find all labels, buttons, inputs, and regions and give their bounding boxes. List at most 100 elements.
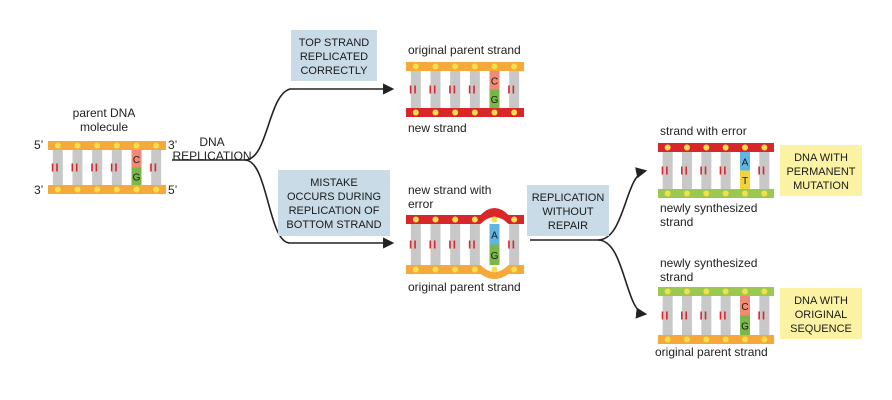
hydrogen-bond — [150, 163, 152, 172]
hydrogen-bond — [508, 240, 510, 249]
phosphate-bead — [684, 288, 690, 295]
hydrogen-bond — [429, 85, 432, 94]
bottom-backbone — [658, 335, 774, 344]
phosphate-bead — [74, 186, 81, 193]
top-backbone — [406, 62, 524, 71]
hydrogen-bond — [758, 311, 760, 320]
hydrogen-bond — [75, 163, 78, 172]
hydrogen-bond — [409, 240, 412, 249]
hydrogen-bond — [414, 240, 416, 249]
error-top-label-line1: new strand with — [408, 183, 491, 197]
phosphate-bead — [761, 336, 768, 343]
hydrogen-bond — [666, 311, 668, 320]
mutant-result-molecule: strand with error AT newly synthesized s… — [658, 124, 774, 229]
hydrogen-bond — [704, 166, 707, 175]
phosphate-bead — [684, 336, 690, 343]
phosphate-bead — [412, 266, 419, 273]
step-label-line1: DNA — [199, 135, 224, 149]
arrow-to-error-copy — [244, 159, 395, 249]
hydrogen-bond — [468, 85, 471, 94]
phosphate-bead — [703, 336, 710, 343]
mistake-box-line1: MISTAKE — [310, 177, 357, 189]
base-t — [740, 170, 750, 189]
top-box-line1: TOP STRAND — [299, 37, 370, 49]
phosphate-bead — [722, 336, 729, 343]
phosphate-bead — [761, 190, 768, 197]
hydrogen-bond — [719, 311, 722, 320]
phosphate-bead — [664, 288, 671, 295]
phosphate-bead — [54, 186, 61, 193]
top-box-line3: CORRECTLY — [300, 65, 368, 77]
phosphate-bead — [761, 288, 768, 295]
original-sequence-box: DNA WITH ORIGINAL SEQUENCE — [780, 288, 862, 339]
top-backbone — [48, 141, 166, 150]
phosphate-bead — [703, 190, 710, 197]
phosphate-bead — [452, 63, 459, 70]
mistake-box-line4: BOTTOM STRAND — [286, 219, 381, 231]
phosphate-bead — [761, 144, 768, 151]
base-c — [740, 296, 750, 316]
phosphate-bead — [722, 190, 729, 197]
original-box-line2: ORIGINAL — [795, 309, 848, 321]
hydrogen-bond — [719, 166, 722, 175]
hydrogen-bond — [91, 163, 93, 172]
phosphate-bead — [491, 216, 498, 223]
replication-without-repair-box: REPLICATION WITHOUT REPAIR — [527, 185, 609, 236]
hydrogen-bond — [685, 311, 687, 320]
base-pair-rung — [111, 150, 122, 185]
phosphate-bead — [153, 142, 160, 149]
base-label-bottom: G — [491, 95, 499, 106]
arrows — [172, 83, 648, 319]
correct-copy-helix: CG — [406, 62, 524, 117]
hydrogen-bond — [95, 163, 98, 172]
hydrogen-bond — [661, 166, 664, 175]
mutant-top-label: strand with error — [660, 124, 747, 138]
base-a — [489, 224, 500, 245]
phosphate-bead — [432, 266, 439, 273]
base-label-bottom: G — [133, 172, 141, 183]
hydrogen-bond — [512, 85, 515, 94]
hydrogen-bond — [433, 240, 436, 249]
phosphate-bead — [742, 288, 748, 295]
arrow-to-original — [597, 239, 648, 319]
repl-box-line2: WITHOUT — [542, 206, 594, 218]
bottom-backbone — [658, 189, 774, 198]
parent-end-3-top: 3’ — [168, 138, 177, 152]
hydrogen-bond — [56, 163, 58, 172]
phosphate-bead — [491, 109, 498, 116]
phosphate-bead — [94, 142, 101, 149]
hydrogen-bond — [681, 166, 683, 175]
phosphate-bead — [74, 142, 81, 149]
parent-end-3-bottom: 3’ — [34, 183, 43, 197]
parent-label-line1: parent DNA — [73, 106, 136, 120]
phosphate-bead — [511, 266, 518, 273]
hydrogen-bond — [512, 240, 515, 249]
hydrogen-bond — [473, 240, 475, 249]
repl-box-line1: REPLICATION — [532, 192, 605, 204]
phosphate-bead — [664, 144, 671, 151]
phosphate-bead — [703, 144, 710, 151]
permanent-mutation-box: DNA WITH PERMANENT MUTATION — [780, 145, 862, 196]
bottom-backbone — [48, 185, 166, 194]
arrow-to-correct-copy — [172, 83, 395, 161]
base-pair-rung — [720, 296, 731, 335]
phosphate-bead — [471, 109, 478, 116]
top-strand-box: TOP STRAND REPLICATED CORRECTLY — [291, 30, 377, 81]
base-label-top: C — [491, 76, 498, 87]
base-label-bottom: G — [491, 251, 499, 262]
parent-end-5-bottom: 5’ — [168, 183, 177, 197]
hydrogen-bond — [115, 163, 117, 172]
base-label-top: C — [741, 302, 748, 313]
bottom-backbone — [406, 265, 524, 279]
base-g — [489, 89, 500, 108]
top-box-line2: REPLICATED — [300, 51, 368, 63]
phosphate-bead — [742, 336, 748, 343]
hydrogen-bond — [429, 240, 432, 249]
base-g — [131, 167, 142, 185]
original-helix: CG — [658, 287, 774, 344]
original-top-label-line2: strand — [660, 270, 693, 284]
base-pair-rung — [720, 152, 731, 189]
hydrogen-bond — [71, 163, 74, 172]
phosphate-bead — [664, 190, 671, 197]
mutation-box-line2: PERMANENT — [786, 166, 855, 178]
